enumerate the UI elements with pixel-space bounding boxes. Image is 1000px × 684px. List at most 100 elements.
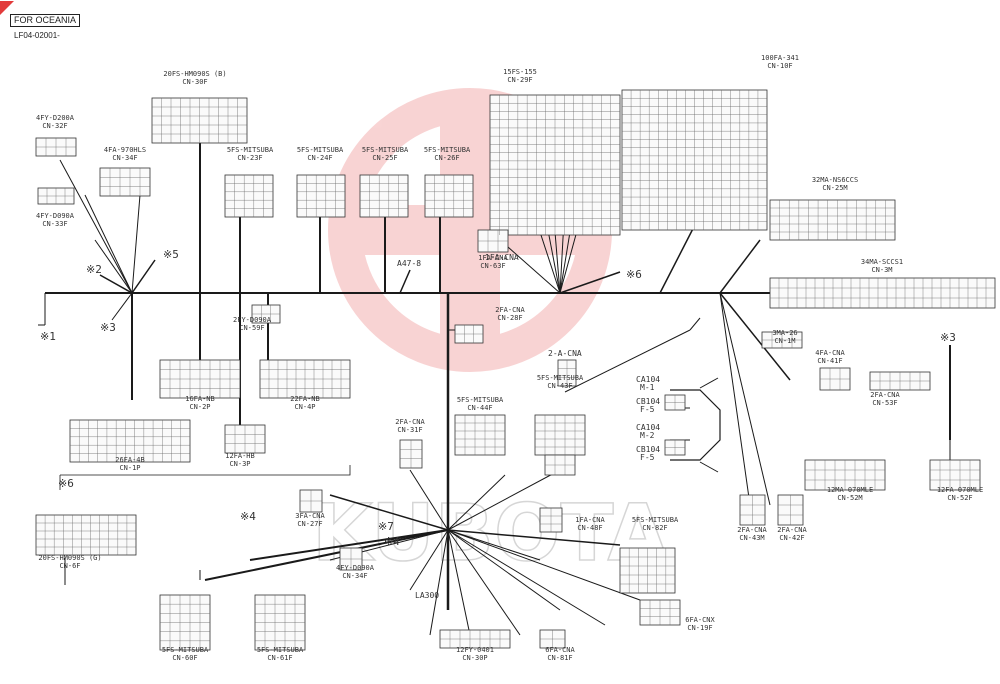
lamp-label: LA300: [415, 591, 439, 600]
connector-part-c32f: 4FY-D200A: [36, 114, 75, 122]
document-code: LF04-02001-: [14, 31, 60, 40]
connector-name-c34m: CN-34F: [342, 572, 367, 580]
relay-ca-2: CA104: [636, 423, 660, 432]
connector-name-c43f: CN-43F: [547, 382, 572, 390]
connector-part-c19f: 6FA-CNX: [685, 616, 715, 624]
wire-harness: [38, 109, 951, 636]
connector-name-c33f: CN-33F: [42, 220, 67, 228]
connector-part-c27f: 3FA-CNA: [295, 512, 325, 520]
connector-part-c44f: 5FS-MITSUBA: [457, 396, 504, 404]
connector-part-c30f: 20FS-HM090S (B): [163, 70, 226, 78]
connector-name-c6f: CN-6F: [59, 562, 80, 570]
connector-part-c3p: 12FA-HB: [225, 452, 255, 460]
connector-name-c34f: CN-34F: [112, 154, 137, 162]
connector-part-c1p: 26FA-4B: [115, 456, 145, 464]
connector-part-c26f: 5FS-MITSUBA: [424, 146, 471, 154]
connector-name-c3p: CN-3P: [229, 460, 250, 468]
connector-name-c23f: CN-23F: [237, 154, 262, 162]
connector-name-c59f: CN-59F: [239, 324, 264, 332]
connector-name-c61f: CN-61F: [267, 654, 292, 662]
marker-3: ※3: [100, 321, 116, 334]
marker-9: ※4: [240, 510, 256, 523]
connector-name-c53f: CN-53F: [872, 399, 897, 407]
connector-name-c19f: CN-19F: [687, 624, 712, 632]
connector-name-c52m: CN-52M: [837, 494, 862, 502]
wire-label: A47-8: [397, 259, 421, 268]
connector-name-c2p: CN-2P: [189, 403, 210, 411]
connector-part-c2p: 16FA-NB: [185, 395, 215, 403]
connector-labels: 20FS-HM090S (B)CN-30F4FA-970HLSCN-34F4FY…: [36, 54, 983, 662]
connector-name-c31f: CN-31F: [397, 426, 422, 434]
marker-10: ※6: [58, 477, 74, 490]
connector-part-c60f: 5FS-MITSUBA: [162, 646, 209, 654]
marker-7: ※7: [378, 520, 394, 533]
connector-part-c41f: 4FA-CNA: [815, 349, 845, 357]
connector-part-c48f: 1FA-CNA: [575, 516, 605, 524]
connector-name-c26f: CN-26F: [434, 154, 459, 162]
marker-4: ※4: [384, 535, 400, 548]
connector-name-c43c: CN-43M: [739, 534, 764, 542]
connector-part-c52f: 12FA-070MLE: [937, 486, 983, 494]
relay-ca-1: CA104: [636, 375, 660, 384]
connector-part-c24f: 5FS-MITSUBA: [297, 146, 344, 154]
connector-name-c52f: CN-52F: [947, 494, 972, 502]
connector-part-c43f: 5FS-MITSUBA: [537, 374, 584, 382]
marker-2: ※2: [86, 263, 102, 276]
relay-cb-2-sub: F-5: [640, 453, 655, 462]
connector-part-c10f: 100FA-341: [761, 54, 799, 62]
connector-name-c48f: CN-48F: [577, 524, 602, 532]
connector-name-c3m: CN-3M: [871, 266, 892, 274]
region-label: FOR OCEANIA: [10, 14, 81, 27]
connector-name-c27f: CN-27F: [297, 520, 322, 528]
connector-name-c30p: CN-30P: [462, 654, 487, 662]
connector-part-c4p: 22FA-NB: [290, 395, 320, 403]
connector-name-c4p: CN-4P: [294, 403, 315, 411]
connector-name-c41f: CN-41F: [817, 357, 842, 365]
connector-part-c43c: 2FA-CNA: [737, 526, 767, 534]
relay-cb-1-sub: F-5: [640, 405, 655, 414]
connector-part-c59f: 2FY-D090A: [233, 316, 272, 324]
connector-name-c44f: CN-44F: [467, 404, 492, 412]
marker-1: ※1: [40, 330, 56, 343]
relay-cb-1: CB104: [636, 397, 660, 406]
connector-part-c30p: 12FY-0401: [456, 646, 494, 654]
markers: ※1 ※2 ※3 ※4 ※5 ※6 ※7 ※3 ※4 ※6: [40, 248, 956, 548]
connector-part-c6f: 20FS-HM090S (G): [38, 554, 101, 562]
connector-part-c3m: 34MA-SCCS1: [861, 258, 903, 266]
connector-part-c52m: 12MA-070MLE: [827, 486, 873, 494]
connector-part-c31f: 2FA-CNA: [395, 418, 425, 426]
connector-part-c63f: 1FA-CNA: [478, 254, 508, 262]
connector-part-c33f: 4FY-D090A: [36, 212, 75, 220]
marker-8: ※3: [940, 331, 956, 344]
connector-part-c25f: 5FS-MITSUBA: [362, 146, 409, 154]
connector-part-c61f: 5FS-MITSUBA: [257, 646, 304, 654]
relay-ca-2-sub: M-2: [640, 431, 655, 440]
connector-name-c82f: CN-82F: [642, 524, 667, 532]
connector-part-c34m: 4FY-D090A: [336, 564, 375, 572]
connector-part-c28f: 2FA-CNA: [495, 306, 525, 314]
connector-name-c32f: CN-32F: [42, 122, 67, 130]
connector-name-c29f: CN-29F: [507, 76, 532, 84]
marker-6: ※6: [626, 268, 642, 281]
connector-name-c63f: CN-63F: [480, 262, 505, 270]
connector-part-c42f: 2FA-CNA: [777, 526, 807, 534]
fuse-f5-label: 2-A-CNA: [548, 349, 582, 358]
connector-part-c1m: 3MA-26: [772, 329, 797, 337]
connector-part-c23f: 5FS-MITSUBA: [227, 146, 274, 154]
connector-name-c1m: CN-1M: [774, 337, 795, 345]
connector-name-c10f: CN-10F: [767, 62, 792, 70]
connector-name-c30f: CN-30F: [182, 78, 207, 86]
kubota-logo-icon: [0, 0, 14, 15]
connector-part-c34f: 4FA-970HLS: [104, 146, 146, 154]
relay-ca-1-sub: M-1: [640, 383, 655, 392]
connector-part-c81f: 6FA-CNA: [545, 646, 575, 654]
pin-grids: [36, 90, 995, 650]
connector-name-c60f: CN-60F: [172, 654, 197, 662]
relay-cb-2: CB104: [636, 445, 660, 454]
fuse-5a-label: 1FA-CNA: [485, 253, 519, 262]
connector-name-c1p: CN-1P: [119, 464, 140, 472]
connector-part-c29f: 15FS-155: [503, 68, 537, 76]
connector-part-c25m: 32MA-NS6CCS: [812, 176, 858, 184]
connector-name-c24f: CN-24F: [307, 154, 332, 162]
